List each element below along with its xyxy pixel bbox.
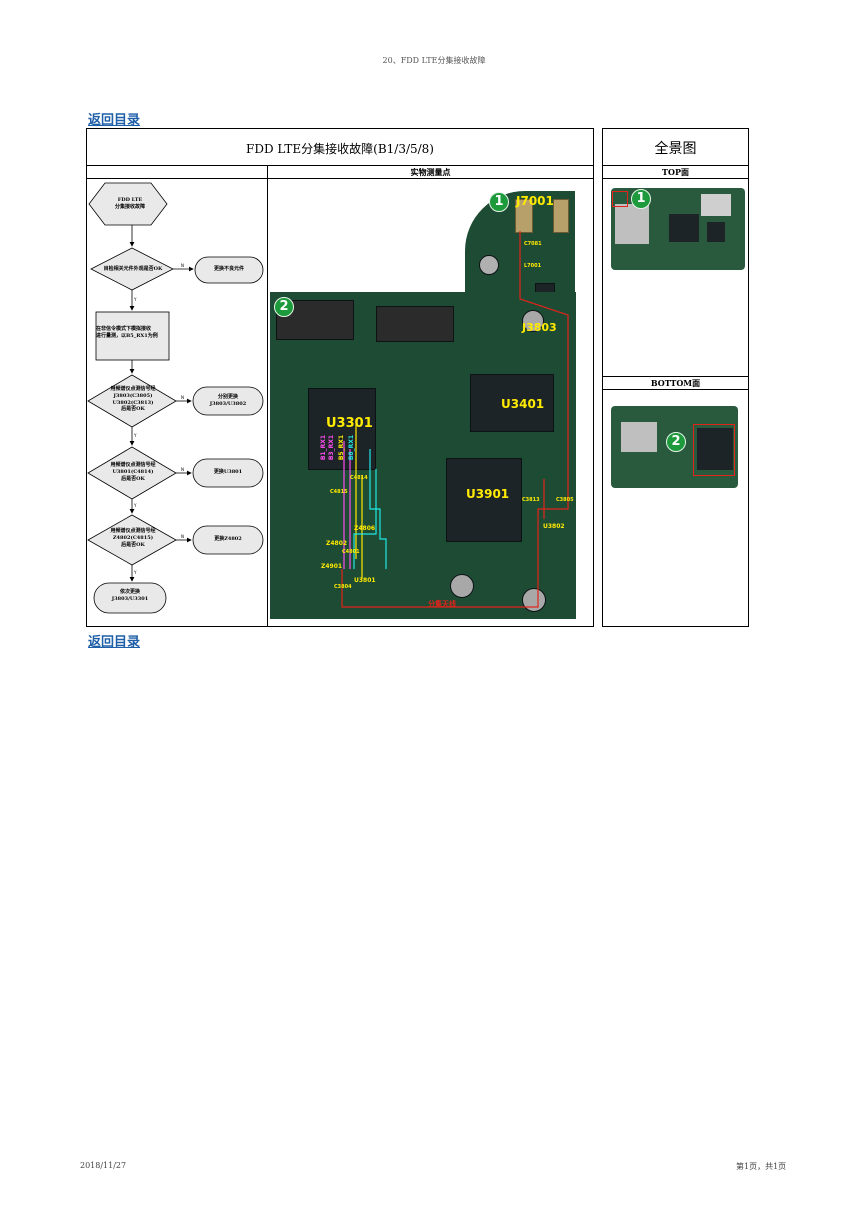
marker-badge-2: 2 xyxy=(274,297,294,317)
pcb-main xyxy=(270,292,576,619)
divider xyxy=(86,165,594,166)
chip-u3401 xyxy=(470,374,554,432)
label-u3802: U3802 xyxy=(543,523,565,530)
page-header: 20、FDD LTE分集接收故障 xyxy=(382,56,486,65)
label-b5-rx: B5_RX1 xyxy=(338,435,345,461)
result-2 xyxy=(192,386,264,416)
svg-text:Y: Y xyxy=(133,433,137,438)
main-title: FDD LTE分集接收故障(B1/3/5/8) xyxy=(246,142,434,156)
shield xyxy=(701,194,731,216)
svg-text:Y: Y xyxy=(133,503,137,508)
chip xyxy=(697,428,733,470)
divider xyxy=(267,165,268,627)
label-j3803: J3803 xyxy=(522,321,557,334)
step-box xyxy=(95,311,170,361)
overview-title: 全景图 xyxy=(654,141,697,157)
label-b1-rx: B1_RX1 xyxy=(320,435,327,461)
result-1 xyxy=(194,256,264,284)
main-table xyxy=(86,128,594,627)
label-u3401: U3401 xyxy=(501,397,545,411)
label-j7001: J7001 xyxy=(516,194,554,208)
chip-u3301 xyxy=(308,388,376,470)
chip xyxy=(669,214,699,242)
flow-start-text: FDD LTE 分集接收故障 xyxy=(114,197,145,210)
label-u3301: U3301 xyxy=(326,416,373,431)
screw-hole xyxy=(522,310,544,332)
divider xyxy=(602,389,749,390)
flowchart: N Y N Y N Y N Y xyxy=(87,182,264,614)
divider xyxy=(602,178,749,179)
end-node xyxy=(93,582,167,614)
flow-q1-text: 目检相关元件外观是否OK xyxy=(103,266,163,272)
flow-a4-text: 更换Z4802 xyxy=(214,536,242,542)
highlight-box xyxy=(612,191,628,207)
label-l7001: L7001 xyxy=(524,263,542,269)
result-3 xyxy=(192,458,264,488)
overview-badge-2: 2 xyxy=(666,432,686,452)
connector-pad xyxy=(553,199,569,233)
footer-page: 第1页，共1页 xyxy=(736,1162,787,1171)
svg-text:N: N xyxy=(181,467,184,472)
marker-badge-1: 1 xyxy=(489,192,509,212)
divider xyxy=(86,178,594,179)
label-c3805: C3805 xyxy=(556,497,574,503)
chip-u3901 xyxy=(446,458,522,542)
screw-hole xyxy=(479,255,499,275)
label-c3804: C3804 xyxy=(334,584,352,590)
measure-photo-area: 1 2 J7001 C7081 L7001 J3803 U3401 U3301 … xyxy=(268,179,593,626)
label-antenna: 分集天线 xyxy=(428,600,456,608)
label-z4802: Z4802 xyxy=(326,540,348,547)
top-label: TOP面 xyxy=(662,167,689,177)
flow-a1-text: 更换不良元件 xyxy=(213,266,244,272)
label-c4814: C4814 xyxy=(350,475,368,481)
screw-hole xyxy=(450,574,474,598)
flow-a3-text: 更换U3801 xyxy=(213,469,243,475)
divider xyxy=(602,376,749,377)
bottom-label: BOTTOM面 xyxy=(650,378,701,388)
connector-pad xyxy=(515,199,533,233)
svg-text:N: N xyxy=(181,395,184,400)
flow-q4-text: 用频谱仪点测信号经 Z4802(C4815) 后是否OK xyxy=(110,528,156,548)
overview-badge-1: 1 xyxy=(631,189,651,209)
back-to-toc-link-top[interactable]: 返回目录 xyxy=(88,113,141,128)
label-c4815: C4815 xyxy=(330,489,348,495)
flow-step-text: 在非信令模式下模拟接收 进行量测，以B5_RX1为例 xyxy=(96,326,158,339)
back-to-toc-link-bottom[interactable]: 返回目录 xyxy=(88,635,141,650)
highlight-box xyxy=(693,424,735,476)
signal-traces xyxy=(341,231,569,608)
flow-a2-text: 分别更换 J3803/U3802 xyxy=(209,394,247,407)
shield xyxy=(621,422,657,452)
sim-tray xyxy=(615,204,649,244)
label-u3801: U3801 xyxy=(354,577,376,584)
svg-text:N: N xyxy=(181,534,184,539)
chip xyxy=(707,222,725,242)
label-b3-rx: B3_RX1 xyxy=(328,435,335,461)
label-b8-rx: B8_RX1 xyxy=(348,435,355,461)
label-c3813: C3813 xyxy=(522,497,540,503)
flow-end-text: 依次更换 J3803/U3301 xyxy=(111,589,149,602)
measure-label: 实物测量点 xyxy=(410,167,451,177)
label-z4806: Z4806 xyxy=(354,525,376,532)
result-4 xyxy=(192,525,264,555)
start-node xyxy=(88,182,168,226)
label-c7081: C7081 xyxy=(524,241,542,247)
svg-text:Y: Y xyxy=(133,297,137,302)
footer-date: 2018/11/27 xyxy=(80,1161,127,1170)
svg-text:Y: Y xyxy=(133,570,137,575)
flow-q3-text: 用频谱仪点测信号经 U3801(C4814) 后是否OK xyxy=(110,462,156,482)
label-z4901: Z4901 xyxy=(321,563,343,570)
screw-hole xyxy=(522,588,546,612)
divider xyxy=(602,165,749,166)
label-c3814: C4801 xyxy=(342,549,360,555)
label-u3901: U3901 xyxy=(466,487,510,501)
svg-text:N: N xyxy=(181,263,184,268)
connector xyxy=(376,306,454,342)
flow-q2-text: 用频谱仪点测信号经 J3803(C3805) U3802(C3813) 后是否O… xyxy=(110,386,156,413)
overview-table xyxy=(602,128,749,627)
